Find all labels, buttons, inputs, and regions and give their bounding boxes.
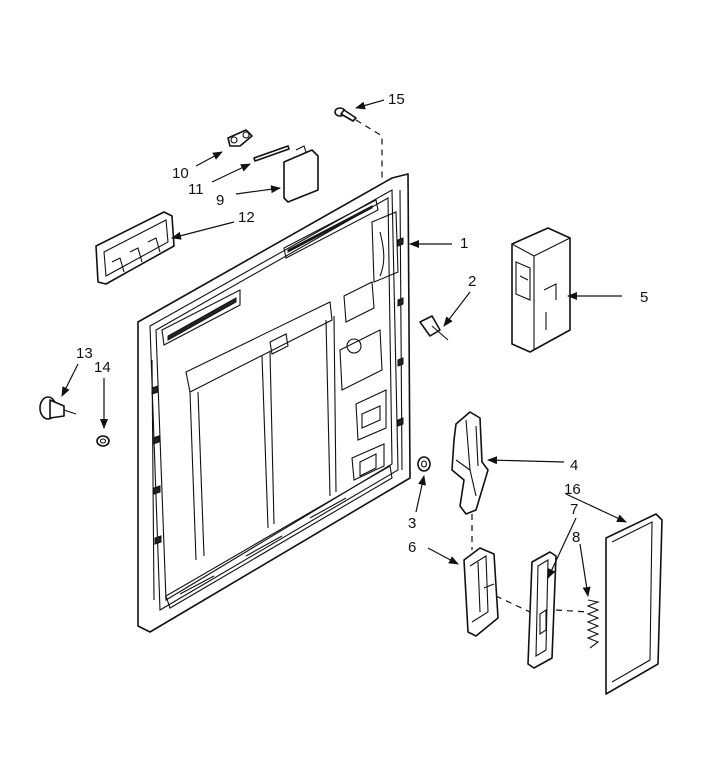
small-bracket	[227, 129, 253, 147]
callout-4: 4	[570, 457, 578, 474]
callout-11: 11	[188, 181, 204, 198]
cover-plate	[283, 145, 319, 203]
callout-10: 10	[172, 165, 189, 182]
rod	[253, 145, 290, 162]
handle-bracket	[95, 211, 175, 285]
assembly-line	[495, 595, 531, 613]
bushing	[417, 456, 431, 472]
callout-12: 12	[238, 209, 255, 226]
assembly-line	[355, 119, 383, 180]
callout-14: 14	[94, 359, 111, 376]
callout-16: 16	[564, 481, 581, 498]
assembly-line	[555, 609, 589, 613]
cover-panel	[605, 513, 663, 695]
callout-labels: 15 10 11 9 12 1 2 5 13 14 4 16 3 7 8 6	[76, 91, 648, 556]
callout-9: 9	[216, 192, 224, 209]
inner-door-panel	[137, 173, 411, 633]
callout-3: 3	[408, 515, 416, 532]
clip	[419, 315, 449, 341]
callout-6: 6	[408, 539, 416, 556]
callout-5: 5	[640, 289, 648, 306]
washer	[96, 435, 110, 447]
callout-15: 15	[388, 91, 405, 108]
callout-1: 1	[460, 235, 468, 252]
actuator	[463, 547, 499, 637]
knob	[39, 396, 77, 420]
callout-7: 7	[570, 501, 578, 518]
screw	[334, 107, 357, 122]
slide	[527, 551, 557, 669]
vent-housing	[511, 227, 571, 353]
latch	[451, 411, 489, 515]
leader-arrows	[61, 99, 627, 597]
callout-13: 13	[76, 345, 93, 362]
spring	[586, 599, 600, 649]
callout-2: 2	[468, 273, 476, 290]
callout-8: 8	[572, 529, 580, 546]
